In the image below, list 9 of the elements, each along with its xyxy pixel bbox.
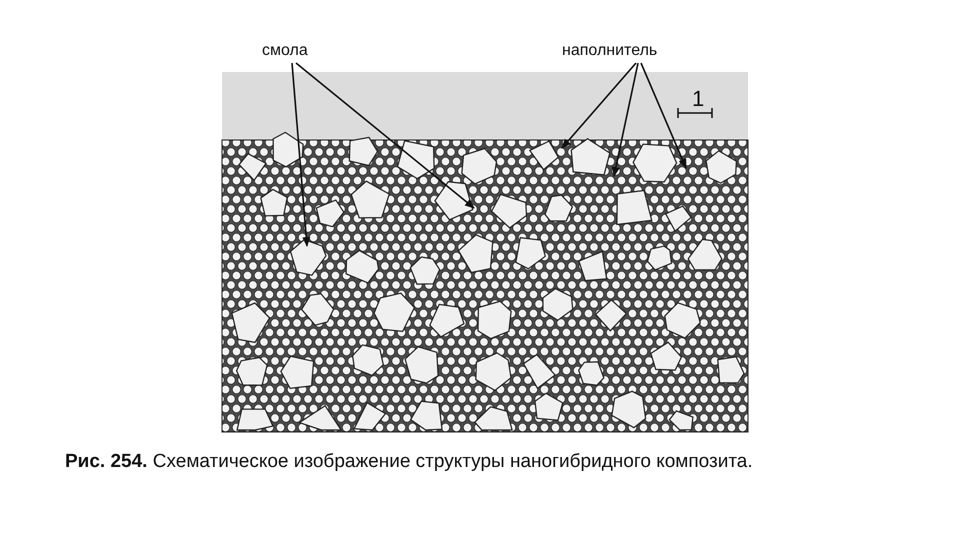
leader-line <box>291 62 310 247</box>
leader-line <box>296 62 475 209</box>
leader-line <box>612 62 639 177</box>
part-label: наполнитель <box>562 42 658 60</box>
leader-line <box>640 62 687 169</box>
part-label: смола <box>262 42 308 60</box>
figure-caption: Рис. 254. Схематическое изображение структуры наногибридного композита. <box>65 450 754 474</box>
leader-line <box>561 62 637 149</box>
callout-number: 1 <box>692 86 704 111</box>
